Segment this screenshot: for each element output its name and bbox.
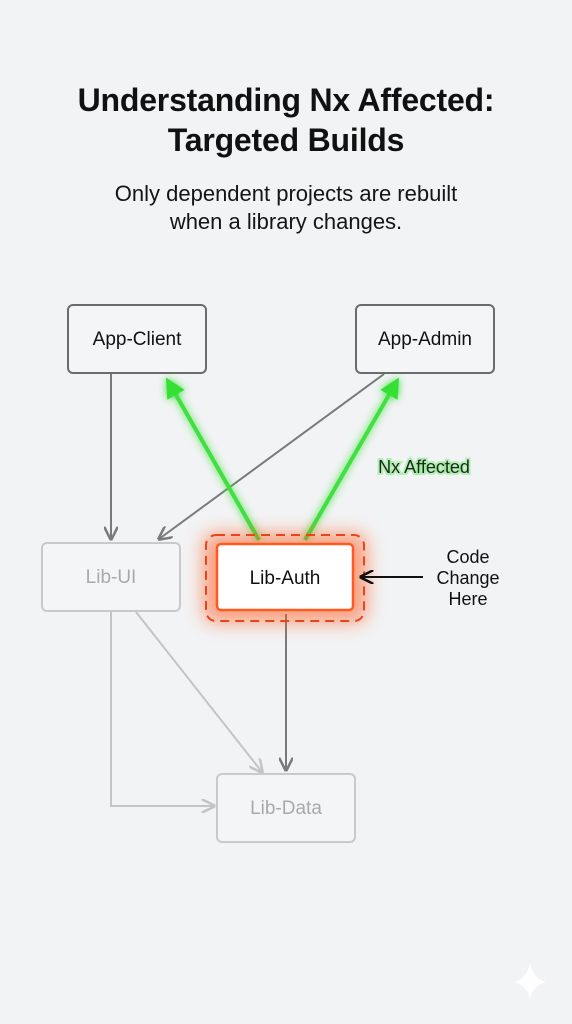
affected-arrow-to-app-admin bbox=[303, 377, 400, 542]
node-app-client: App-Client bbox=[67, 304, 207, 374]
node-lib-auth: Lib-Auth bbox=[203, 533, 367, 623]
subtitle-line-1: Only dependent projects are rebuilt bbox=[114, 181, 458, 206]
edge-libui-to-libdata bbox=[135, 611, 262, 772]
page-title: Understanding Nx Affected: Targeted Buil… bbox=[0, 80, 572, 160]
code-change-line-2: Change bbox=[436, 568, 499, 588]
code-change-label: Code Change Here bbox=[436, 547, 499, 609]
title-line-2: Targeted Builds bbox=[167, 122, 405, 158]
nx-affected-label: Nx Affected bbox=[378, 457, 470, 477]
edge-libui-to-libdata-elbow bbox=[110, 612, 214, 806]
node-app-client-label: App-Client bbox=[93, 329, 182, 350]
page-subtitle: Only dependent projects are rebuilt when… bbox=[0, 180, 572, 236]
node-lib-auth-label: Lib-Auth bbox=[250, 568, 321, 589]
affected-arrows bbox=[166, 377, 400, 542]
node-app-admin: App-Admin bbox=[355, 304, 495, 374]
subtitle-line-2: when a library changes. bbox=[169, 209, 403, 234]
node-lib-data-label: Lib-Data bbox=[250, 798, 322, 819]
code-change-line-3: Here bbox=[448, 589, 487, 609]
title-line-1: Understanding Nx Affected: bbox=[77, 82, 495, 118]
node-lib-data: Lib-Data bbox=[216, 773, 356, 843]
code-change-line-1: Code bbox=[446, 547, 489, 567]
node-app-admin-label: App-Admin bbox=[378, 329, 472, 350]
node-lib-ui-label: Lib-UI bbox=[86, 567, 137, 588]
edge-appadmin-to-libui bbox=[159, 373, 385, 539]
affected-arrow-to-app-client bbox=[166, 377, 261, 541]
node-lib-ui: Lib-UI bbox=[41, 542, 181, 612]
sparkle-icon bbox=[514, 962, 546, 1000]
